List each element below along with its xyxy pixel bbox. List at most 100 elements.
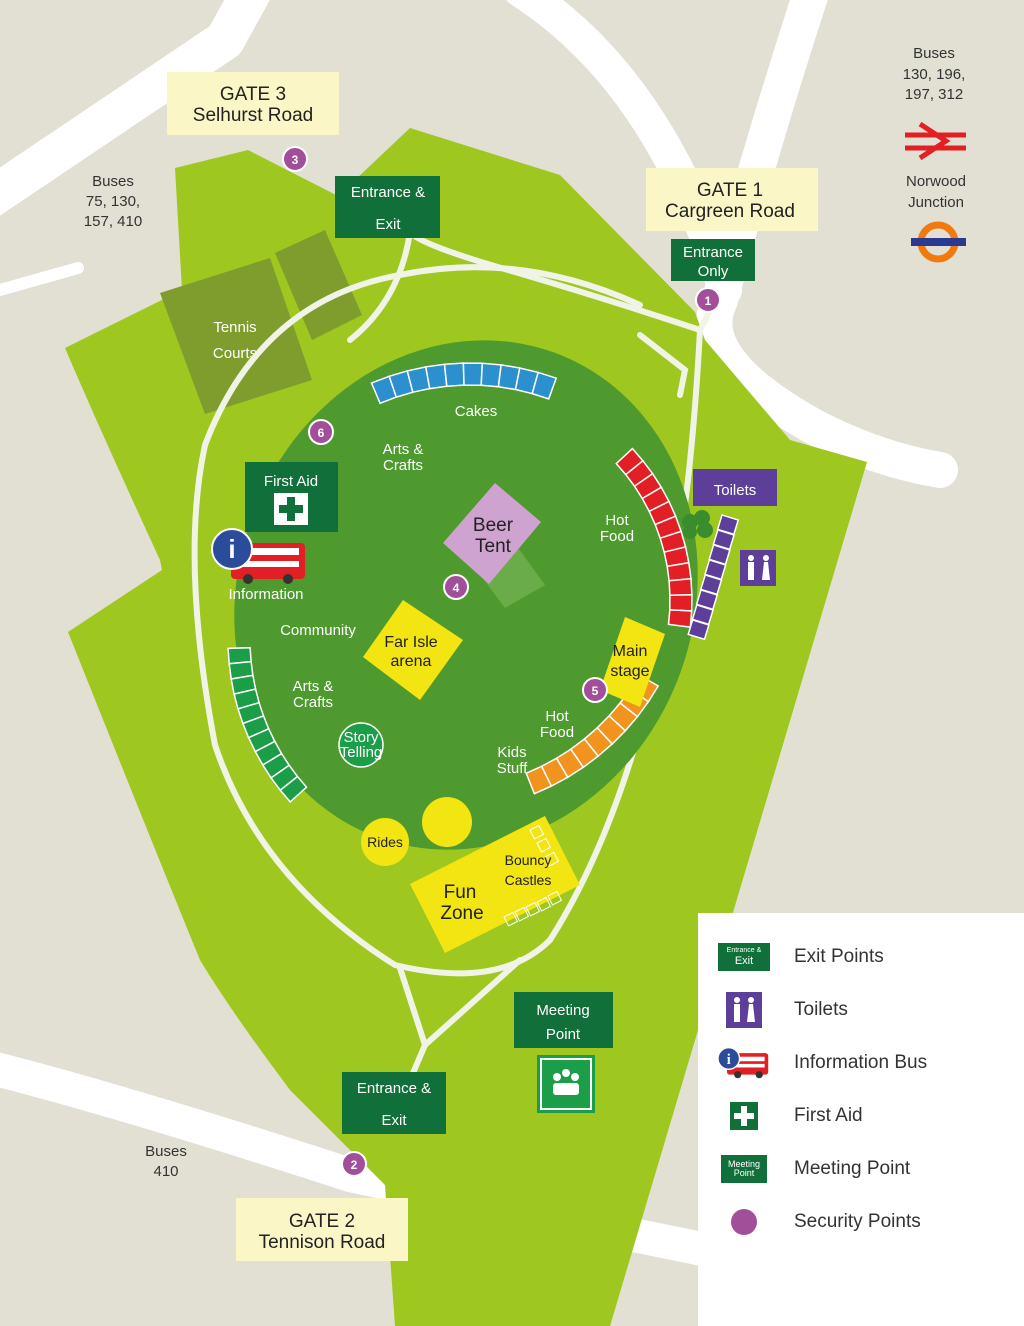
road-stub xyxy=(0,262,84,296)
bus-info-northwest: Buses 75, 130, 157, 410 xyxy=(84,173,142,230)
beer-tent-label-1: Beer xyxy=(473,515,514,536)
hot-food-stall xyxy=(666,561,692,582)
svg-text:i: i xyxy=(727,1052,731,1068)
exit-sign-south-box xyxy=(342,1072,446,1134)
cakes-stall xyxy=(443,362,465,387)
svg-text:75, 130,: 75, 130, xyxy=(86,193,140,210)
gate-2-title: GATE 2 xyxy=(289,1211,355,1232)
tennis-label-line2: Courts xyxy=(213,345,257,362)
hot-food-stall xyxy=(669,594,693,612)
story-telling-label-2: Telling xyxy=(340,744,383,761)
norwood-junction-station[interactable]: Norwood Junction xyxy=(905,121,966,263)
meeting-point-sign xyxy=(514,992,613,1048)
exit-sign-north-small: Entrance & xyxy=(351,184,425,201)
exit-sign-south-big: Exit xyxy=(381,1112,407,1129)
bouncy-castle-tile xyxy=(547,890,563,906)
bus-info-southwest: Buses 410 xyxy=(145,1143,187,1180)
svg-text:2: 2 xyxy=(351,1158,358,1172)
far-isle-arena-shape xyxy=(363,600,463,700)
exit-sign-south-small: Entrance & xyxy=(357,1080,431,1097)
legend-label-toilets: Toilets xyxy=(794,999,848,1020)
station-name-1: Norwood xyxy=(906,173,966,190)
entrance-only-line1: Entrance xyxy=(683,244,743,261)
tennis-court-west xyxy=(160,258,312,414)
hot-food-stalls-south xyxy=(525,673,660,795)
security-point-1[interactable]: 1 xyxy=(695,287,721,313)
exit-sign-north[interactable]: Entrance & Exit xyxy=(335,176,440,238)
rides-circle-2 xyxy=(422,797,472,847)
road-selhurst xyxy=(0,0,270,216)
legend-label-info-bus: Information Bus xyxy=(794,1052,928,1073)
meeting-point-label-1: Meeting xyxy=(536,1002,589,1019)
main-stage-shape xyxy=(600,617,665,707)
gate-2[interactable]: GATE 2 Tennison Road xyxy=(236,1198,408,1261)
first-aid-post[interactable]: First Aid xyxy=(245,462,338,532)
gate-3[interactable]: GATE 3 Selhurst Road xyxy=(167,72,339,135)
hot-food-south-label-1: Hot xyxy=(545,708,569,725)
hot-food-north-label-2: Food xyxy=(600,528,634,545)
road-north xyxy=(506,0,742,307)
beer-tent-shape xyxy=(443,483,541,584)
gate-1-sign xyxy=(646,168,818,231)
svg-text:6: 6 xyxy=(318,426,325,440)
meeting-point[interactable]: Meeting Point xyxy=(514,992,613,1113)
bouncy-castle-tile xyxy=(525,901,541,917)
exit-sign-icon: Entrance & Exit xyxy=(718,937,770,977)
fun-zone[interactable]: Bouncy Castles Fun Zone xyxy=(410,816,580,953)
information-bus[interactable]: i Information xyxy=(211,528,305,603)
security-points: 1 2 3 4 5 6 xyxy=(282,146,721,1177)
svg-text:3: 3 xyxy=(292,153,299,167)
story-telling-circle xyxy=(338,722,384,768)
fun-zone-label-2: Zone xyxy=(440,903,483,924)
bouncy-castles-tiles xyxy=(503,824,563,927)
community-label: Community xyxy=(280,622,356,639)
arts-crafts-west-label-2: Crafts xyxy=(293,694,333,711)
security-point-6[interactable]: 6 xyxy=(308,419,334,445)
toilets-label: Toilets xyxy=(714,482,757,499)
path-gate2-east xyxy=(422,957,523,1048)
far-isle-arena[interactable]: Far Isle arena xyxy=(363,600,463,700)
gate-2-sign xyxy=(236,1198,408,1261)
community-stall xyxy=(279,775,308,803)
gate-1[interactable]: GATE 1 Cargreen Road xyxy=(646,168,818,231)
bus-info-northeast: Buses 130, 196, 197, 312 xyxy=(903,45,966,103)
bouncy-castle-tile xyxy=(514,906,530,922)
toilets-icon xyxy=(740,550,776,586)
gate-1-title: GATE 1 xyxy=(697,180,763,201)
bouncy-castle-tile xyxy=(503,911,519,927)
beer-tent[interactable]: Beer Tent xyxy=(443,483,545,608)
meeting-point-label-2: Point xyxy=(546,1026,581,1043)
legend-row-security: Security Points xyxy=(698,1202,1024,1242)
main-stage-label-1: Main xyxy=(613,643,648,660)
arts-crafts-west-label-1: Arts & xyxy=(293,678,334,695)
tennis-label-line1: Tennis xyxy=(213,319,256,336)
svg-text:Buses: Buses xyxy=(92,173,134,190)
security-point-icon xyxy=(718,1202,770,1242)
story-telling[interactable]: Story Telling xyxy=(338,722,384,768)
rides-label: Rides xyxy=(367,834,403,850)
security-point-5[interactable]: 5 xyxy=(582,677,608,703)
rides[interactable]: Rides xyxy=(361,797,472,866)
toilets-area[interactable]: Toilets xyxy=(682,469,777,586)
svg-text:5: 5 xyxy=(592,684,599,698)
far-isle-label-2: arena xyxy=(391,653,432,670)
legend-row-exit: Entrance & Exit Exit Points xyxy=(698,937,1024,977)
gate-1-road: Cargreen Road xyxy=(665,201,795,222)
exit-sign-north-big: Exit xyxy=(375,216,401,233)
security-point-4[interactable]: 4 xyxy=(443,574,469,600)
national-rail-icon xyxy=(905,121,966,161)
hot-food-north-label-1: Hot xyxy=(605,512,629,529)
first-aid-icon xyxy=(718,1096,770,1136)
security-point-3[interactable]: 3 xyxy=(282,146,308,172)
security-point-2[interactable]: 2 xyxy=(341,1151,367,1177)
main-stage[interactable]: Main stage xyxy=(600,617,665,707)
legend-label-meeting-point: Meeting Point xyxy=(794,1158,911,1179)
first-aid-label: First Aid xyxy=(264,473,318,490)
toilets-sign xyxy=(693,469,777,506)
overground-roundel-icon xyxy=(911,221,966,263)
rides-circle xyxy=(361,818,409,866)
entrance-only-sign[interactable]: Entrance Only xyxy=(671,239,755,281)
bouncy-castles-label-1: Bouncy xyxy=(505,852,552,868)
svg-text:130, 196,: 130, 196, xyxy=(903,66,966,83)
exit-sign-south[interactable]: Entrance & Exit xyxy=(342,1072,446,1134)
